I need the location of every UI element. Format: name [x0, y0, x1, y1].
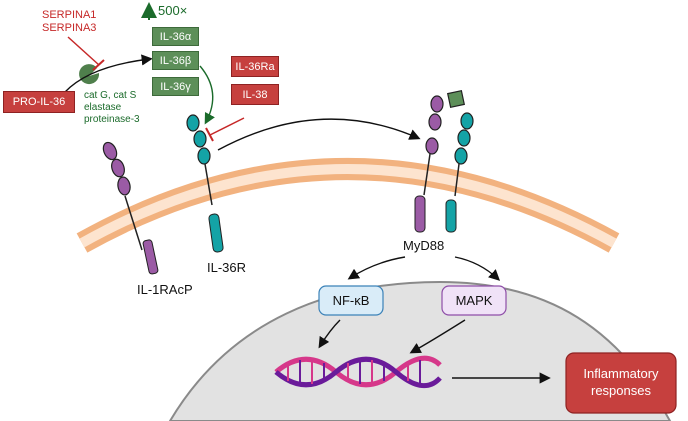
outcome-box — [565, 352, 677, 414]
il-36beta-box: IL-36β — [152, 51, 199, 70]
membrane-core — [79, 164, 617, 248]
serpin-inhibition-line — [67, 36, 100, 66]
bound-ligand — [446, 89, 466, 109]
nfkb-box — [318, 285, 384, 316]
nfkb-label: NF-κB — [332, 293, 370, 308]
serpina3-label: SERPINA3 — [42, 22, 97, 34]
il-38-box: IL-38 — [231, 84, 279, 105]
active-il-1racp — [414, 95, 444, 233]
serpina1-label: SERPINA1 — [42, 9, 97, 21]
protease-proteinase3-label: proteinase-3 — [84, 114, 140, 125]
activation-arrow — [217, 118, 421, 151]
myd88-label: MyD88 — [403, 238, 445, 253]
nfkb-to-dna-arrow — [318, 319, 341, 349]
protease-cathepsins-label: cat G, cat S — [84, 90, 137, 101]
il-36r-receptor — [186, 114, 224, 253]
pro-il-36-box: PRO-IL-36 — [3, 91, 75, 113]
cytokine-binding-arrow — [199, 65, 215, 125]
mapk-box — [441, 285, 507, 316]
il-36r-label: IL-36R — [207, 260, 247, 275]
myd88-to-nfkb-arrow — [347, 256, 406, 280]
mapk-to-dna-arrow — [409, 319, 466, 354]
antagonist-inhibition-line — [209, 117, 245, 136]
processing-arrow — [64, 54, 153, 93]
myd88-to-mapk-arrow — [454, 256, 501, 281]
active-il-36r — [445, 112, 474, 233]
il-36alpha-box: IL-36α — [152, 27, 199, 46]
outcome-line1: Inflammatory — [583, 366, 659, 381]
il-36gamma-box: IL-36γ — [152, 77, 199, 96]
protease-elastase-label: elastase — [84, 102, 122, 113]
mapk-label: MAPK — [455, 293, 493, 308]
outcome-line2: responses — [591, 383, 651, 398]
il-1racp-receptor — [102, 141, 159, 275]
fold-change-label: 500× — [158, 3, 188, 18]
il-36ra-box: IL-36Ra — [231, 56, 279, 77]
il-1racp-label: IL-1RAcP — [137, 282, 193, 297]
dna-icon — [274, 355, 442, 388]
